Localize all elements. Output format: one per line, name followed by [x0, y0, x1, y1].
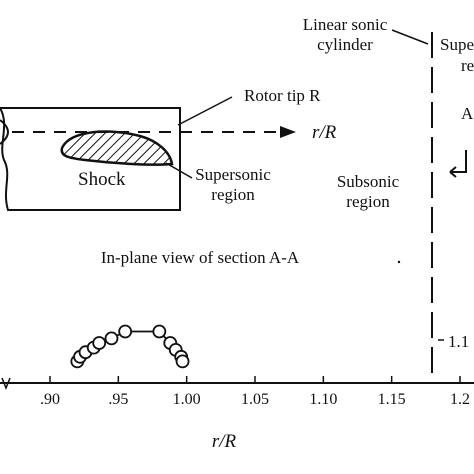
x-axis-tick-label: .90	[40, 391, 60, 408]
x-axis-tick-label: .95	[108, 391, 128, 408]
x-axis-tick-label: 1.05	[241, 391, 269, 408]
shock-label: Shock	[78, 169, 126, 190]
subsonic-label-2: region	[346, 192, 390, 211]
section-view-label: In-plane view of section A-A	[101, 248, 300, 267]
data-point	[175, 354, 190, 369]
sonic-cylinder-leader	[391, 29, 429, 45]
x-axis-tick-label: 1.15	[378, 391, 406, 408]
supe-label: Supe	[440, 35, 474, 54]
supersonic-label-1: Supersonic	[195, 165, 271, 184]
x-axis-tick-label: 1.10	[309, 391, 337, 408]
supe-label-2: re	[461, 56, 474, 75]
data-point	[152, 324, 167, 339]
data-point	[118, 324, 133, 339]
dot-mark	[397, 260, 401, 264]
section-arrow-icon	[449, 150, 467, 178]
hub-arc	[0, 119, 9, 145]
right-value-label: 1.1	[448, 332, 469, 351]
supersonic-leader	[165, 162, 193, 179]
r-axis-arrowhead	[280, 126, 296, 138]
data-point	[92, 336, 107, 350]
x-axis-tick-label: 1.00	[173, 391, 201, 408]
blade-section-outline	[0, 107, 181, 211]
linear-sonic-label-1: Linear sonic	[303, 15, 388, 34]
linear-sonic-label-2: cylinder	[317, 35, 373, 54]
axis-break-mark	[1, 377, 11, 391]
x-axis-ticks: .90 .95 1.00 1.05 1.10 1.15 1.2	[40, 376, 470, 408]
section-a-label: A	[461, 104, 474, 123]
supersonic-region-shape	[60, 130, 174, 166]
measured-points	[70, 324, 190, 369]
supersonic-label-2: region	[211, 185, 255, 204]
x-axis-tick-label: 1.2	[450, 391, 470, 408]
data-point	[104, 331, 119, 346]
subsonic-label-1: Subsonic	[337, 172, 400, 191]
r-over-r-arrow-label: r/R	[312, 122, 337, 143]
rotor-tip-label: Rotor tip R	[244, 86, 321, 105]
rotor-tip-leader	[177, 96, 233, 126]
x-axis-title: r/R	[212, 431, 237, 452]
